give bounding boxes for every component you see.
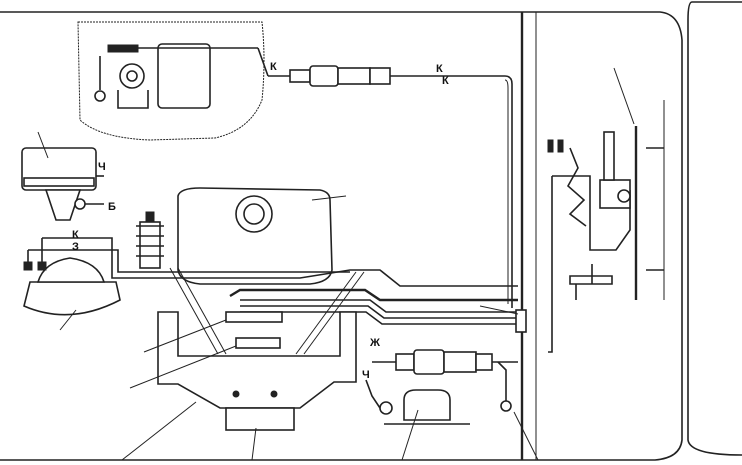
ignition-coil [21, 147, 104, 221]
battery-inset [77, 21, 269, 141]
fuel-tank [177, 187, 333, 285]
top-connector [268, 65, 513, 308]
horn-unit [365, 379, 470, 425]
wire-harness [111, 262, 527, 355]
label-zh-lower: Ж [369, 337, 380, 349]
leader-lines [37, 67, 635, 461]
lower-bracket [157, 311, 357, 431]
lower-connector [372, 349, 518, 412]
label-ch-lower: Ч [362, 369, 370, 381]
label-b-terminal: Б [108, 201, 116, 213]
label-ch-coil: Ч [98, 161, 106, 173]
label-k-top-left: К [270, 61, 277, 73]
wire-labels: К К К Ч Б К З Ж Ч [72, 61, 449, 381]
head-lamp [23, 237, 121, 316]
label-k-top-right: К [436, 63, 443, 75]
terminal-strips [225, 311, 283, 349]
label-k-top-right2: К [442, 75, 449, 87]
label-k-lamp: К [72, 229, 79, 241]
relay-unit [136, 211, 164, 269]
brake-switch [547, 126, 664, 353]
label-z-lamp: З [72, 241, 79, 253]
